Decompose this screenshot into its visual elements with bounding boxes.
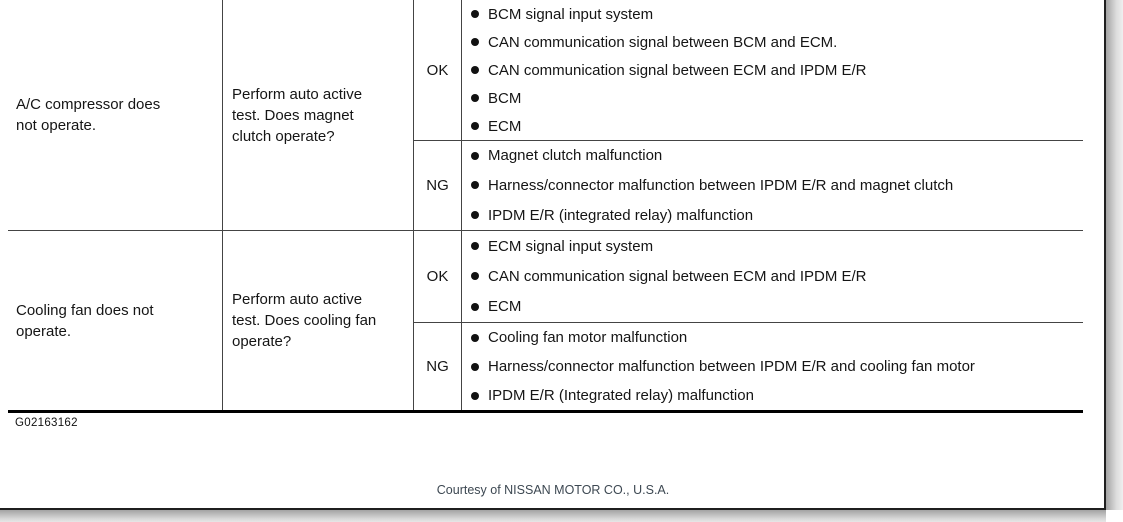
cause-text: IPDM E/R (integrated relay) malfunction [488,206,754,224]
cause-item: ECM signal input system [471,236,1083,257]
cause-text: Harness/connector malfunction between IP… [488,176,954,194]
symptom-cell: A/C compressor does not operate. [8,0,223,230]
table-row: Cooling fan does not operate.Perform aut… [8,231,1083,410]
bullet-icon [471,10,479,18]
check-cell: Perform auto active test. Does magnet cl… [223,0,414,230]
cause-item: CAN communication signal between ECM and… [471,266,1083,287]
bullet-icon [471,38,479,46]
bullet-icon [471,242,479,251]
cause-text: CAN communication signal between BCM and… [488,33,838,51]
bullet-icon [471,94,479,102]
bullet-icon [471,66,479,74]
cause-item: Magnet clutch malfunction [471,145,1083,166]
diagnosis-table: A/C compressor does not operate.Perform … [8,0,1083,413]
bullet-icon [471,391,479,400]
table-row: A/C compressor does not operate.Perform … [8,0,1083,231]
cause-text: ECM [488,298,522,316]
cause-item: IPDM E/R (Integrated relay) malfunction [471,385,1083,406]
cause-text: Magnet clutch malfunction [488,147,663,165]
bullet-icon [471,122,479,130]
cause-text: ECM [488,117,522,135]
bullet-icon [471,272,479,281]
check-cell: Perform auto active test. Does cooling f… [223,231,414,410]
cause-text: ECM signal input system [488,237,654,255]
cause-text: Cooling fan motor malfunction [488,329,688,346]
verdict-cell: NG [414,323,462,410]
courtesy-note: Courtesy of NISSAN MOTOR CO., U.S.A. [436,483,670,497]
bullet-icon [471,333,479,342]
bullet-icon [471,151,479,160]
cause-item: Cooling fan motor malfunction [471,327,1083,348]
bullet-icon [471,181,479,190]
cause-item: Harness/connector malfunction between IP… [471,175,1083,196]
bullet-icon [471,302,479,311]
cause-text: BCM [488,89,522,107]
page-shadow-bottom [0,510,1106,522]
cause-text: CAN communication signal between ECM and… [488,267,867,285]
cause-item: ECM [471,296,1083,317]
cause-item: CAN communication signal between ECM and… [471,60,1083,81]
bullet-icon [471,211,479,220]
document-page: A/C compressor does not operate.Perform … [0,0,1106,510]
verdict-cell: OK [414,231,462,322]
cause-item: CAN communication signal between BCM and… [471,32,1083,53]
cause-text: BCM signal input system [488,5,654,23]
cause-item: BCM signal input system [471,4,1083,25]
cause-text: IPDM E/R (Integrated relay) malfunction [488,387,754,404]
page-shadow-right [1106,0,1123,510]
cause-item: BCM [471,88,1083,109]
figure-id: G02163162 [15,417,78,429]
cause-item: IPDM E/R (integrated relay) malfunction [471,205,1083,226]
cause-item: Harness/connector malfunction between IP… [471,356,1083,377]
cause-text: CAN communication signal between ECM and… [488,61,867,79]
cause-item: ECM [471,116,1083,137]
cause-text: Harness/connector malfunction between IP… [488,358,975,375]
verdict-cell: OK [414,0,462,140]
bullet-icon [471,362,479,371]
verdict-cell: NG [414,141,462,230]
symptom-cell: Cooling fan does not operate. [8,231,223,410]
